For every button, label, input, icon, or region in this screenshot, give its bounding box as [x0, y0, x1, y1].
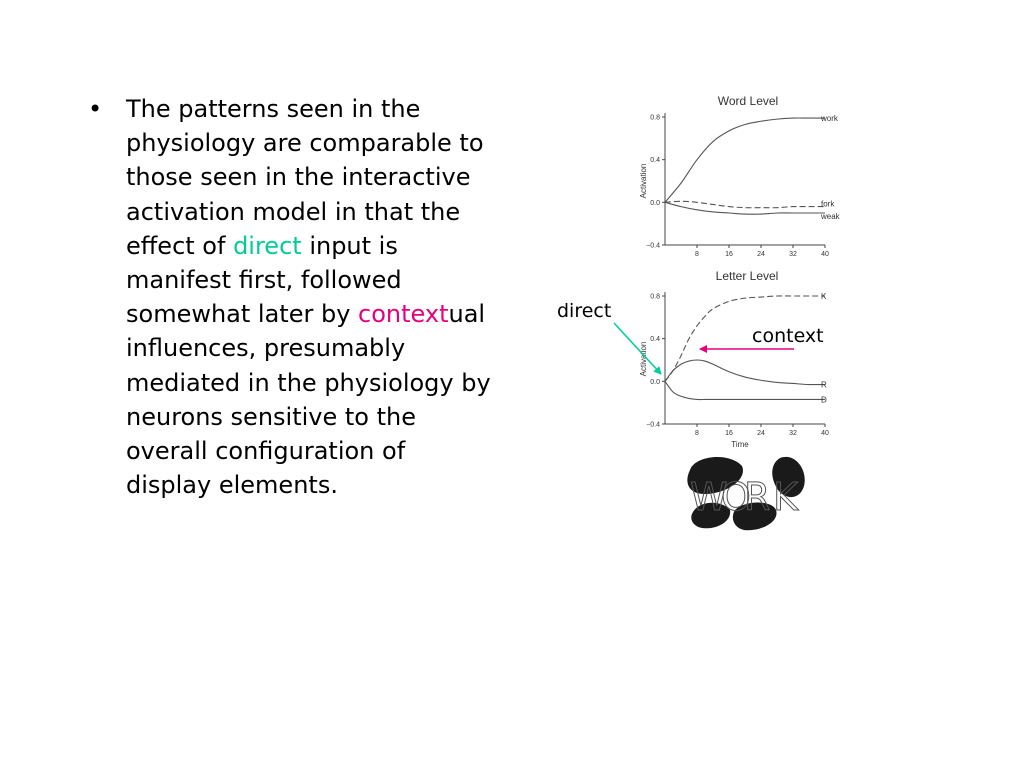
context-annotation-label: context [752, 325, 824, 347]
series-label-fork: fork [821, 200, 835, 209]
word-level-ylabel: Activation [639, 164, 648, 199]
x-tick-label: 16 [725, 430, 733, 437]
word-level-title: Word Level [718, 94, 778, 108]
direct-annotation-label: direct [557, 300, 611, 322]
y-tick-label: 0.4 [650, 157, 660, 164]
word-level-chart: Word Level Activation 0.8 0.4 0.0 −0.4 8 16 24… [639, 94, 841, 258]
letter-level-title: Letter Level [716, 269, 779, 283]
bullet-text: The patterns seen in the physiology are … [126, 92, 496, 502]
annotation-direct: direct [557, 300, 662, 375]
y-tick-label: −0.4 [646, 422, 660, 429]
series-label-d: D [821, 395, 827, 404]
series-line-weak [664, 201, 825, 215]
y-tick-label: 0.0 [650, 379, 660, 386]
stimulus-letter: K [773, 475, 799, 519]
stimulus-letter: O [721, 475, 751, 519]
series-line-r [664, 359, 826, 386]
annotation-context: context [699, 325, 824, 353]
x-tick-label: 16 [725, 251, 733, 258]
x-tick-label: 32 [789, 430, 797, 437]
ink-blob [772, 456, 805, 498]
x-tick-label: 40 [821, 251, 829, 258]
x-tick-label: 32 [789, 251, 797, 258]
series-label-work: work [820, 114, 839, 123]
series-line-fork [664, 200, 825, 209]
series-label-r: R [821, 381, 827, 390]
y-tick-label: 0.0 [650, 200, 660, 207]
stimulus-letter: W [690, 475, 728, 519]
text-part-2: input is manifest first, followed somewh… [126, 231, 402, 329]
text-part-3: ual influences, presumably mediated in t… [126, 300, 491, 500]
y-tick-label: 0.8 [650, 294, 660, 301]
text-part-1: The patterns seen in the physiology are … [126, 95, 484, 260]
y-tick-label: 0.8 [650, 115, 660, 122]
direct-highlight: direct [233, 231, 302, 260]
series-line-k [664, 295, 825, 382]
letter-level-xlabel: Time [731, 440, 749, 449]
x-tick-label: 24 [757, 430, 765, 437]
x-tick-label: 8 [695, 251, 699, 258]
x-tick-label: 24 [757, 251, 765, 258]
letter-level-ylabel: Activation [639, 342, 648, 377]
ink-blob [732, 502, 777, 531]
series-label-weak: weak [820, 212, 841, 221]
x-tick-label: 8 [695, 430, 699, 437]
letter-level-chart: Letter Level Activation Time 0.8 0.4 0.0 −0… [639, 269, 829, 449]
series-line-d [664, 381, 825, 401]
y-tick-label: 0.4 [650, 336, 660, 343]
x-tick-label: 40 [821, 430, 829, 437]
bullet-dot: • [88, 95, 103, 123]
direct-arrow [613, 322, 662, 375]
ink-blob [691, 502, 731, 529]
series-label-k: K [821, 292, 827, 301]
y-tick-label: −0.4 [646, 243, 660, 250]
series-line-work [664, 117, 825, 203]
context-highlight: context [358, 300, 449, 329]
ink-blob [687, 456, 743, 494]
stimulus-letter: R [744, 475, 770, 519]
